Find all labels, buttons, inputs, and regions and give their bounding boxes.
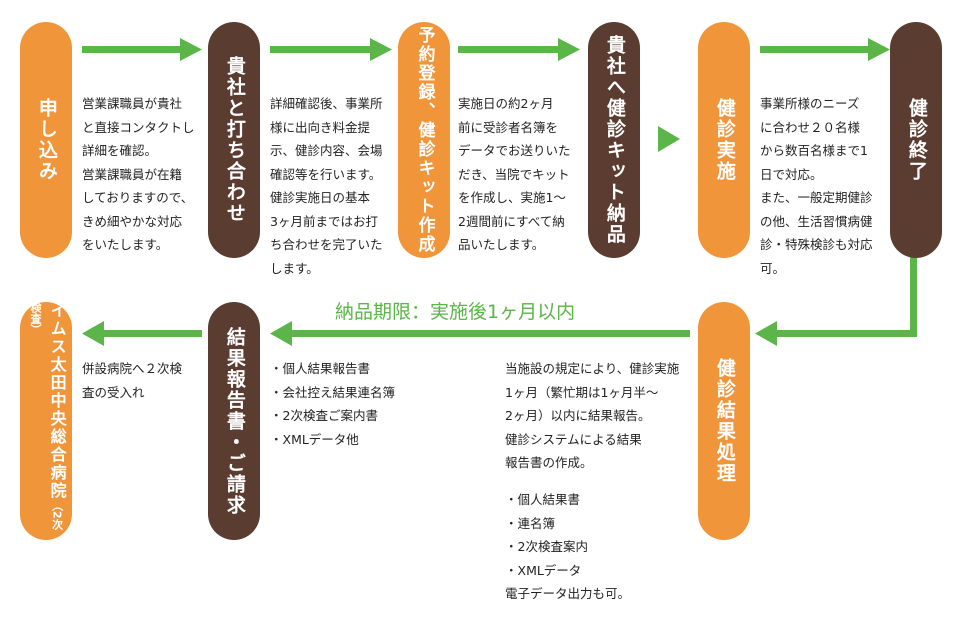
step-registration-label-2: 健診キット作成 — [414, 121, 435, 254]
step-application-label: 申し込み — [35, 98, 58, 182]
text-line: 品いたします。 — [458, 237, 545, 252]
step-kit-delivery: 貴社へ健診キット納品 — [588, 22, 640, 258]
step-registration-label: 予約登録、健診キット作成 — [413, 26, 436, 254]
text-line: 営業課職員が在籍 — [82, 166, 183, 182]
text-line: に合わせ２０名様 — [760, 119, 861, 135]
text-line: 確認等を行います。 — [270, 166, 382, 182]
text-line: ・個人結果書 — [505, 492, 581, 507]
desc-application: 営業課職員が貴社と直接コンタクトし詳細を確認。営業課職員が在籍しておりますので、… — [82, 92, 195, 257]
text-line: を作成し、実施1～ — [458, 190, 566, 205]
text-line: 詳細を確認。 — [82, 143, 158, 158]
desc-result-items: ・個人結果書・連名簿・2次検査案内・XMLデータ 電子データ出力も可。 — [505, 488, 630, 606]
delivery-deadline-label: 納品期限：実施後1ヶ月以内 — [335, 301, 576, 323]
text-line: ・XMLデータ他 — [270, 431, 359, 447]
text-line: 1ヶ月（繁忙期は1ヶ月半～ — [505, 384, 659, 400]
step-hospital: イムス太田中央総合病院（2次検査） — [20, 302, 72, 540]
text-line: ・2次検査ご案内書 — [270, 408, 378, 423]
desc-checkup: 事業所様のニーズに合わせ２０名様から数百名様まで1 日で対応。また、一般定期健診の… — [760, 92, 873, 280]
step-registration: 予約登録、健診キット作成 — [398, 22, 450, 258]
text-line: 前に受診者名簿を — [458, 119, 559, 135]
step-result-processing-label: 健診結果処理 — [713, 358, 736, 484]
step-checkup-complete-label: 健診終了 — [905, 98, 928, 182]
step-report-billing-label: 結果報告書・ご請求 — [223, 326, 246, 516]
text-line: だき、当院でキット — [458, 166, 570, 182]
step-hospital-label: イムス太田中央総合病院（2次検査） — [24, 302, 67, 540]
step-checkup: 健診実施 — [698, 22, 750, 258]
text-line: 併設病院へ２次検 — [82, 361, 183, 376]
text-line: 示、健診内容、会場 — [270, 143, 383, 158]
text-line: ・個人結果報告書 — [270, 361, 371, 376]
step-kit-delivery-label: 貴社へ健診キット納品 — [603, 35, 626, 245]
text-line: 3ヶ月前まではお打 — [270, 213, 378, 229]
text-line: 電子データ出力も可。 — [505, 586, 631, 601]
text-line: また、一般定期健診 — [760, 190, 873, 205]
desc-meeting: 詳細確認後、事業所様に出向き料金提示、健診内容、会場確認等を行います。健診実施日… — [270, 92, 383, 280]
step-checkup-complete: 健診終了 — [890, 22, 942, 258]
text-line: しておりますので、 — [82, 190, 194, 205]
desc-report-items: ・個人結果報告書・会社控え結果連名簿・2次検査ご案内書・XMLデータ他 — [270, 357, 395, 451]
text-line: から数百名様まで1 — [760, 143, 868, 158]
step-result-processing: 健診結果処理 — [698, 302, 750, 540]
desc-registration: 実施日の約2ヶ月前に受診者名簿をデータでお送りいただき、当院でキットを作成し、実… — [458, 92, 571, 257]
text-line: 2ヶ月）以内に結果報告。 — [505, 408, 651, 423]
text-line: と直接コンタクトし — [82, 119, 195, 135]
text-line: 日で対応。 — [760, 166, 823, 182]
desc-hospital: 併設病院へ２次検査の受入れ — [82, 357, 182, 404]
text-line: ・連名簿 — [505, 515, 556, 531]
text-line: します。 — [270, 260, 319, 276]
text-line: ・XMLデータ — [505, 562, 582, 578]
text-line: 事業所様のニーズ — [760, 96, 860, 111]
text-line: きめ細やかな対応 — [82, 213, 183, 229]
step-checkup-label: 健診実施 — [713, 98, 736, 182]
text-line: 詳細確認後、事業所 — [270, 96, 383, 111]
step-registration-label-1: 予約登録、 — [414, 26, 435, 121]
step-report-billing: 結果報告書・ご請求 — [208, 302, 260, 540]
text-line: ち合わせを完了いた — [270, 237, 383, 252]
text-line: 報告書の作成。 — [505, 455, 593, 470]
text-line: をいたします。 — [82, 237, 169, 252]
text-line: 営業課職員が貴社 — [82, 96, 183, 111]
text-line: 可。 — [760, 260, 786, 276]
text-line: ・2次検査案内 — [505, 539, 588, 554]
step-meeting: 貴社と打ち合わせ — [208, 22, 260, 258]
text-line: 様に出向き料金提 — [270, 119, 371, 135]
text-line: ・会社控え結果連名簿 — [270, 384, 396, 400]
text-line: 当施設の規定により、健診実施 — [505, 361, 680, 376]
step-application: 申し込み — [20, 22, 72, 258]
text-line: の他、生活習慣病健 — [760, 213, 873, 229]
text-line: 2週間前にすべて納 — [458, 213, 565, 229]
text-line: 査の受入れ — [82, 384, 145, 400]
step-meeting-label: 貴社と打ち合わせ — [223, 56, 246, 224]
desc-result-processing: 当施設の規定により、健診実施 1ヶ月（繁忙期は1ヶ月半～ 2ヶ月）以内に結果報告。健… — [505, 357, 679, 475]
step-hospital-sub: （2次検査） — [29, 302, 64, 530]
text-line: 診・特殊検診も対応 — [760, 237, 873, 252]
text-line: データでお送りいた — [458, 143, 571, 158]
text-line: 実施日の約2ヶ月 — [458, 96, 554, 111]
text-line: 健診システムによる結果 — [505, 431, 642, 447]
step-hospital-name: イムス太田中央総合病院 — [47, 302, 67, 500]
text-line: 健診実施日の基本 — [270, 190, 371, 205]
